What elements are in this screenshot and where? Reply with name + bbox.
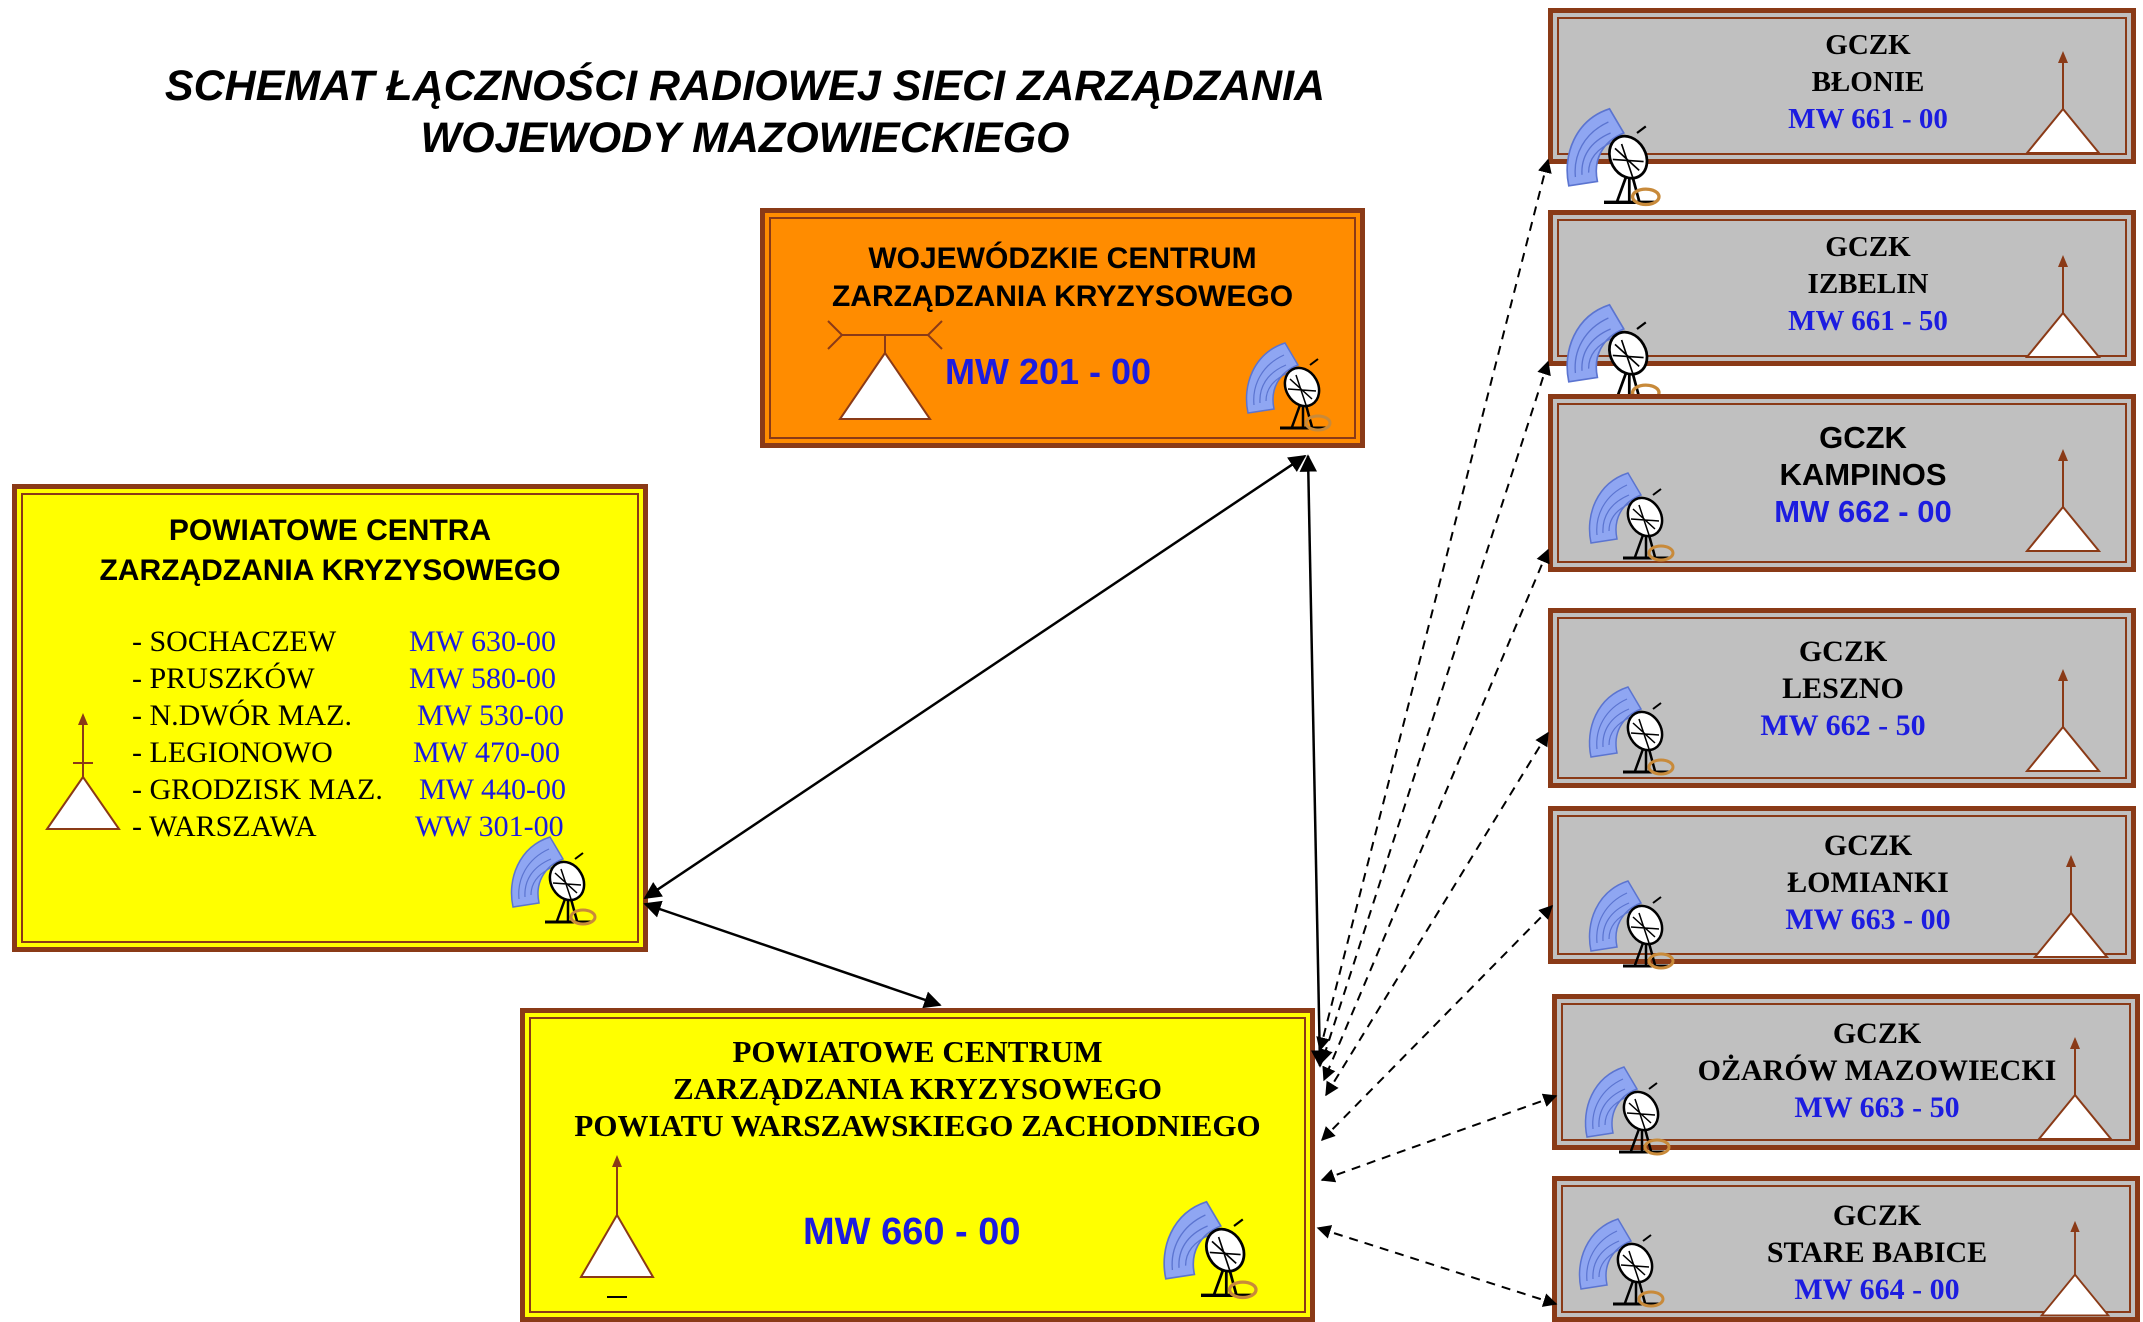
gczk-code: MW 663 - 00 [1785, 903, 1951, 936]
list-item-name: - GRODZISK MAZ. [132, 773, 383, 806]
wczk-heading: WOJEWÓDZKIE CENTRUM ZARZĄDZANIA KRYZYSOW… [765, 240, 1360, 316]
gczk-label: GCZK [1832, 1017, 1922, 1050]
gczk-text: GCZK BŁONIE MW 661 - 00 [1728, 27, 2008, 138]
gczk-name: LESZNO [1782, 672, 1904, 705]
gczk-box-ozarow: GCZK OŻARÓW MAZOWIECKI MW 663 - 50 [1552, 994, 2140, 1150]
gczk-name: STARE BABICE [1766, 1236, 1988, 1269]
list-item-code: MW 440-00 [419, 773, 566, 806]
pczk-main-line-1: POWIATOWE CENTRUM [732, 1034, 1103, 1069]
gczk-code: MW 663 - 50 [1794, 1091, 1960, 1124]
title-line-2: WOJEWODY MAZOWIECKIEGO [420, 114, 1070, 162]
gczk-label: GCZK [1823, 829, 1913, 862]
gczk-text: GCZK STARE BABICE MW 664 - 00 [1687, 1197, 2067, 1308]
pczk-list-line-2: ZARZĄDZANIA KRYZYSOWEGO [99, 554, 561, 587]
pczk-list-line-1: POWIATOWE CENTRA [168, 514, 492, 547]
gczk-box-lomianki: GCZK ŁOMIANKI MW 663 - 00 [1548, 806, 2136, 964]
antenna-mast-icon [45, 713, 121, 830]
gczk-name: BŁONIE [1811, 66, 1925, 98]
gczk-name: IZBELIN [1807, 268, 1929, 300]
link-gczk-izbelin [1319, 360, 1551, 1064]
gczk-label: GCZK [1825, 231, 1911, 263]
link-gczk-ozarow [1320, 1093, 1558, 1183]
pczk-list-box: POWIATOWE CENTRA ZARZĄDZANIA KRYZYSOWEGO… [12, 484, 648, 952]
wczk-line-2: ZARZĄDZANIA KRYZYSOWEGO [831, 280, 1294, 313]
gczk-code: MW 661 - 00 [1788, 103, 1948, 135]
gczk-name: ŁOMIANKI [1787, 866, 1949, 899]
list-item-code: MW 630-00 [409, 625, 556, 658]
title-line-1: SCHEMAT ŁĄCZNOŚCI RADIOWEJ SIECI ZARZĄDZ… [164, 62, 1326, 110]
link-gczk-kampinos [1322, 548, 1550, 1082]
antenna-mast-icon [579, 1155, 655, 1298]
gczk-name: KAMPINOS [1779, 457, 1947, 492]
link-pczk-list-pczk-main [643, 900, 942, 1009]
gczk-text: GCZK ŁOMIANKI MW 663 - 00 [1728, 827, 2008, 938]
list-item-code: MW 530-00 [417, 699, 564, 732]
list-item-name: - WARSZAWA [132, 810, 317, 843]
link-gczk-blonie [1316, 158, 1552, 1052]
gczk-text: GCZK KAMPINOS MW 662 - 00 [1703, 419, 2023, 530]
gczk-box-leszno: GCZK LESZNO MW 662 - 50 [1548, 608, 2136, 788]
pczk-main-code: MW 660 - 00 [803, 1211, 1021, 1253]
diagram-title: SCHEMAT ŁĄCZNOŚCI RADIOWEJ SIECI ZARZĄDZ… [120, 60, 1370, 164]
gczk-label: GCZK [1832, 1199, 1922, 1232]
list-item-name: - SOCHACZEW [132, 625, 337, 658]
gczk-code: MW 662 - 00 [1774, 494, 1952, 529]
list-item-code: WW 301-00 [415, 810, 564, 843]
link-gczk-stare-babice [1316, 1225, 1558, 1307]
pczk-main-line-3: POWIATU WARSZAWSKIEGO ZACHODNIEGO [574, 1108, 1261, 1143]
link-gczk-leszno [1325, 731, 1549, 1097]
gczk-text: GCZK OŻARÓW MAZOWIECKI MW 663 - 50 [1667, 1015, 2087, 1126]
gczk-name: OŻARÓW MAZOWIECKI [1697, 1054, 2057, 1087]
gczk-box-stare-babice: GCZK STARE BABICE MW 664 - 00 [1552, 1176, 2140, 1322]
list-item-name: - LEGIONOWO [132, 736, 333, 769]
gczk-code: MW 661 - 50 [1788, 305, 1948, 337]
wczk-box: WOJEWÓDZKIE CENTRUM ZARZĄDZANIA KRYZYSOW… [760, 208, 1365, 448]
gczk-text: GCZK LESZNO MW 662 - 50 [1703, 633, 1983, 744]
pczk-main-line-2: ZARZĄDZANIA KRYZYSOWEGO [673, 1071, 1162, 1106]
wczk-code: MW 201 - 00 [945, 351, 1152, 392]
antenna-mast-icon [827, 320, 943, 420]
gczk-label: GCZK [1798, 635, 1888, 668]
link-gczk-lomianki [1321, 905, 1553, 1141]
gczk-text: GCZK IZBELIN MW 661 - 50 [1728, 229, 2008, 340]
gczk-code: MW 662 - 50 [1760, 709, 1926, 742]
gczk-label: GCZK [1819, 420, 1907, 455]
gczk-box-izbelin: GCZK IZBELIN MW 661 - 50 [1548, 210, 2136, 366]
list-item-code: MW 580-00 [409, 662, 556, 695]
gczk-box-kampinos: GCZK KAMPINOS MW 662 - 00 [1548, 394, 2136, 572]
list-item-name: - PRUSZKÓW [132, 662, 315, 695]
gczk-code: MW 664 - 00 [1794, 1273, 1960, 1306]
gczk-label: GCZK [1825, 29, 1911, 61]
pczk-main-box: POWIATOWE CENTRUM ZARZĄDZANIA KRYZYSOWEG… [520, 1008, 1315, 1322]
list-item-name: - N.DWÓR MAZ. [132, 699, 352, 732]
link-pczk-list-wczk [643, 454, 1307, 900]
wczk-line-1: WOJEWÓDZKIE CENTRUM [868, 242, 1257, 275]
list-item-code: MW 470-00 [413, 736, 560, 769]
gczk-box-blonie: GCZK BŁONIE MW 661 - 00 [1548, 8, 2136, 164]
pczk-main-heading: POWIATOWE CENTRUM ZARZĄDZANIA KRYZYSOWEG… [525, 1033, 1310, 1144]
pczk-list-heading: POWIATOWE CENTRA ZARZĄDZANIA KRYZYSOWEGO [17, 511, 643, 591]
link-wczk-pczk-main [1299, 454, 1329, 1068]
